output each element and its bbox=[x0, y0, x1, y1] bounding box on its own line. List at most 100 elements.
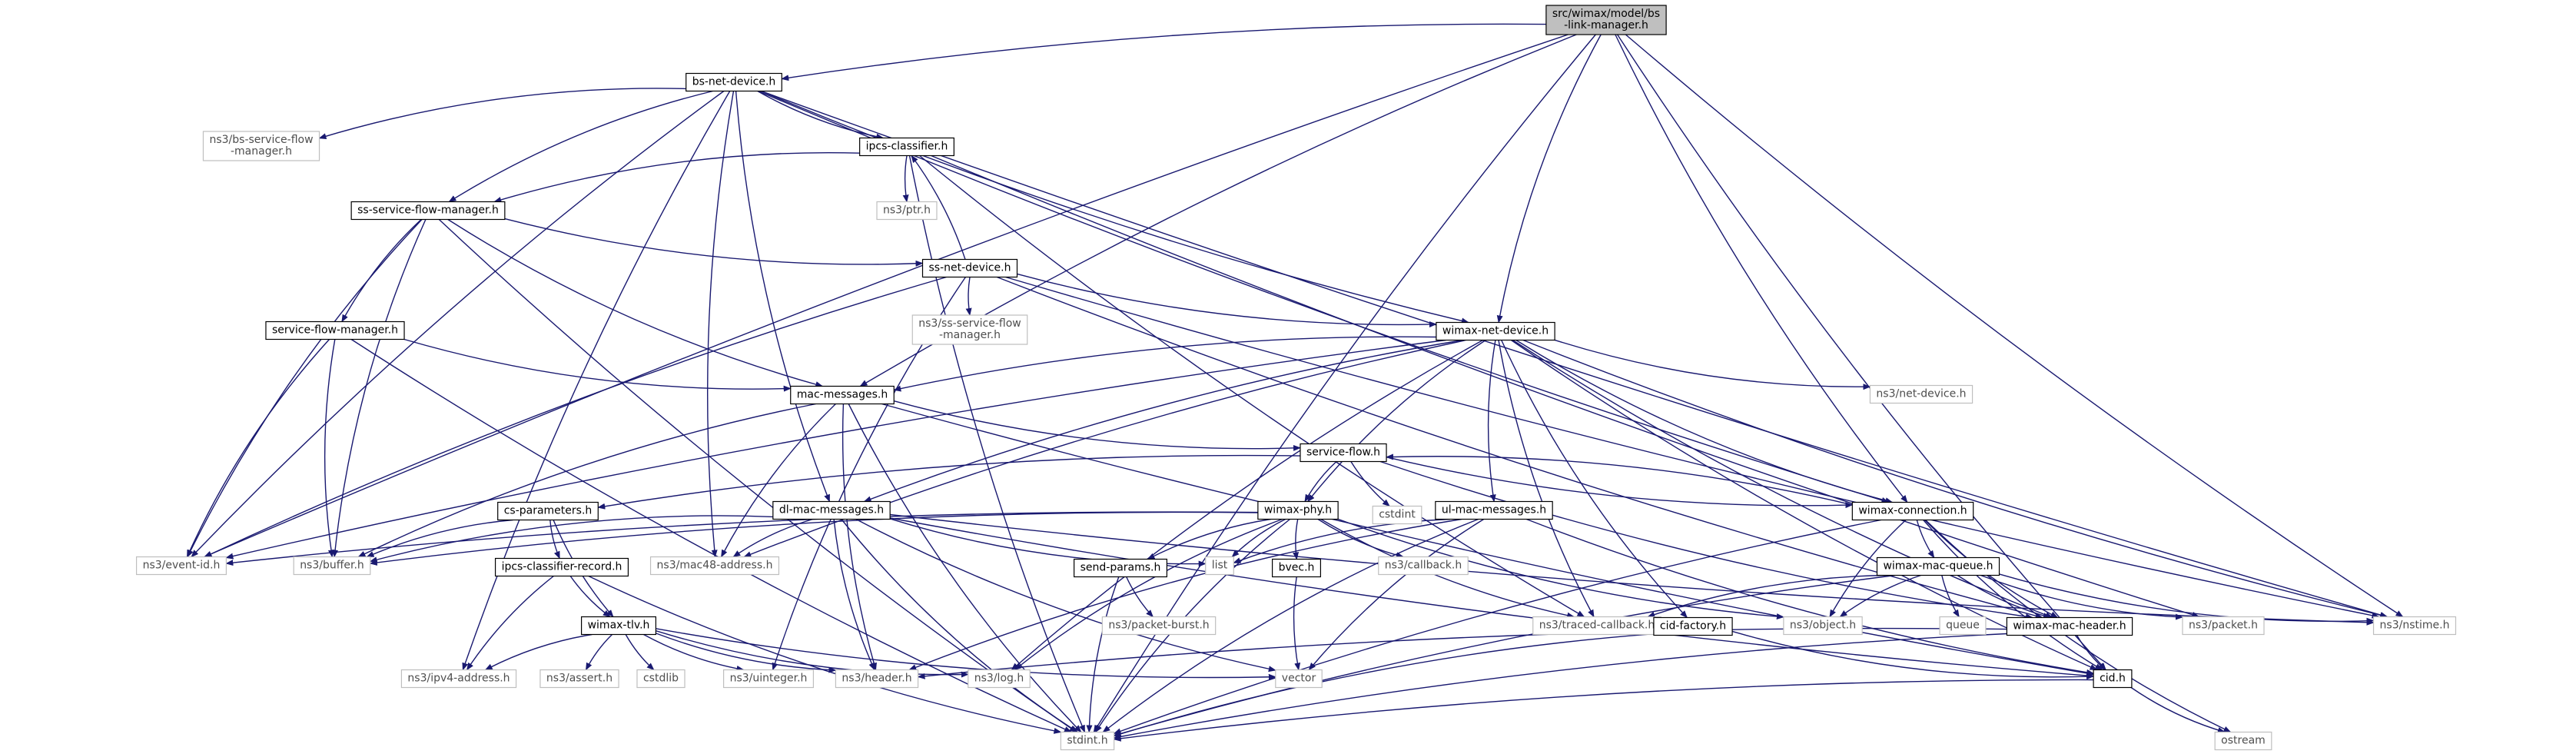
node-cidf[interactable]: cid-factory.h bbox=[1653, 616, 1733, 636]
node-box bbox=[2182, 616, 2265, 636]
edge-wmh-to-stdint bbox=[1113, 633, 2007, 740]
node-object[interactable]: ns3/object.h bbox=[1783, 616, 1863, 636]
node-mac48[interactable]: ns3/mac48-address.h bbox=[649, 556, 780, 576]
node-bsnet[interactable]: bs-net-device.h bbox=[685, 72, 782, 92]
edge-wconn-to-sflow bbox=[1386, 453, 1853, 506]
node-box bbox=[1300, 443, 1387, 463]
edge-wtlv-to-assert bbox=[585, 634, 612, 671]
node-box bbox=[1372, 505, 1422, 525]
node-wconn[interactable]: wimax-connection.h bbox=[1851, 501, 1974, 521]
edge-wnd-to-macmsg bbox=[893, 336, 1436, 392]
node-stdint[interactable]: stdint.h bbox=[1060, 731, 1115, 751]
node-sflow[interactable]: service-flow.h bbox=[1300, 443, 1387, 463]
node-eventid[interactable]: ns3/event-id.h bbox=[135, 556, 227, 576]
node-bssfm[interactable]: ns3/bs-service-flow-manager.h bbox=[202, 131, 320, 161]
node-label: queue bbox=[1946, 619, 1980, 632]
node-label: ns3/log.h bbox=[974, 673, 1024, 685]
node-callback[interactable]: ns3/callback.h bbox=[1378, 556, 1469, 576]
node-sssfm[interactable]: ss-service-flow-manager.h bbox=[350, 201, 506, 221]
node-label: ns3/object.h bbox=[1790, 619, 1856, 632]
node-netdev[interactable]: ns3/net-device.h bbox=[1869, 384, 1973, 404]
edge-csparam-to-ipcsrec bbox=[549, 520, 560, 560]
edge-bsnet-to-dlmac bbox=[735, 91, 831, 503]
node-sfm[interactable]: service-flow-manager.h bbox=[265, 321, 405, 340]
edge-sflow-to-csparam bbox=[597, 454, 1301, 510]
node-box bbox=[1074, 558, 1167, 578]
node-label: src/wimax/model/bs bbox=[1552, 8, 1660, 20]
edge-wmq-to-nstime bbox=[1999, 573, 2375, 624]
node-wnd[interactable]: wimax-net-device.h bbox=[1436, 321, 1555, 341]
node-dlmac[interactable]: dl-mac-messages.h bbox=[772, 500, 891, 520]
edge-sssfm-to-ssnet bbox=[504, 218, 924, 267]
node-box bbox=[497, 501, 599, 521]
node-box bbox=[968, 669, 1031, 689]
edge-cidf-to-stdint bbox=[1113, 633, 1654, 737]
node-csparam[interactable]: cs-parameters.h bbox=[497, 501, 599, 521]
edge-ipcsrec-to-stdint bbox=[588, 575, 1062, 734]
edge-dlmac-to-header bbox=[833, 519, 875, 671]
edge-wtlv-to-cstdlib bbox=[625, 634, 655, 671]
edge-wphy-to-list bbox=[1231, 518, 1286, 558]
node-wphy[interactable]: wimax-phy.h bbox=[1257, 500, 1339, 520]
node-box bbox=[649, 556, 780, 576]
edge-sfm-to-eventid bbox=[186, 339, 330, 558]
node-label: ss-net-device.h bbox=[929, 262, 1011, 274]
node-cid[interactable]: cid.h bbox=[2093, 669, 2133, 689]
node-label: -manager.h bbox=[939, 329, 1001, 341]
node-bvec[interactable]: bvec.h bbox=[1271, 558, 1322, 578]
node-sendp[interactable]: send-params.h bbox=[1074, 558, 1167, 578]
node-macmsg[interactable]: mac-messages.h bbox=[790, 385, 895, 405]
edge-sfm-to-buffer bbox=[324, 339, 336, 558]
edge-cid-to-ostream bbox=[2130, 686, 2226, 733]
node-assert[interactable]: ns3/assert.h bbox=[539, 669, 619, 689]
edge-ulmac-to-header bbox=[908, 518, 1462, 671]
node-header[interactable]: ns3/header.h bbox=[835, 669, 919, 689]
edge-sflow-to-wmh bbox=[1379, 460, 2033, 620]
node-box bbox=[1378, 556, 1469, 576]
node-box bbox=[135, 556, 227, 576]
node-nstime[interactable]: ns3/nstime.h bbox=[2372, 616, 2457, 636]
node-cstdint[interactable]: cstdint bbox=[1372, 505, 1422, 525]
node-label: -link-manager.h bbox=[1564, 19, 1648, 32]
node-ipcs[interactable]: ipcs-classifier.h bbox=[859, 137, 954, 157]
node-box bbox=[1435, 500, 1553, 520]
node-ptr[interactable]: ns3/ptr.h bbox=[876, 201, 938, 221]
node-queue[interactable]: queue bbox=[1939, 616, 1987, 636]
edge-wphy-to-callback bbox=[1317, 518, 1404, 559]
node-log[interactable]: ns3/log.h bbox=[968, 669, 1031, 689]
edge-ulmac-to-cid bbox=[1526, 518, 2095, 676]
edge-dlmac-to-list bbox=[889, 518, 1207, 567]
edge-ipcs-to-packet bbox=[931, 154, 2200, 618]
node-label: ns3/header.h bbox=[842, 673, 911, 685]
node-tcb[interactable]: ns3/traced-callback.h bbox=[1532, 616, 1661, 636]
node-list[interactable]: list bbox=[1205, 556, 1234, 576]
node-ipv4[interactable]: ns3/ipv4-address.h bbox=[400, 669, 517, 689]
edge-wnd-to-wconn bbox=[1515, 339, 1894, 504]
node-ostream[interactable]: ostream bbox=[2214, 731, 2272, 751]
node-ipcsrec[interactable]: ipcs-classifier-record.h bbox=[494, 557, 629, 577]
edge-bsnet-to-ipv4 bbox=[462, 91, 731, 671]
node-wmh[interactable]: wimax-mac-header.h bbox=[2006, 616, 2133, 636]
node-nssssfm[interactable]: ns3/ss-service-flow-manager.h bbox=[911, 314, 1028, 345]
edge-ipcsrec-to-wtlv bbox=[569, 576, 611, 618]
edge-wnd-to-cidf bbox=[1501, 340, 1688, 619]
node-ulmac[interactable]: ul-mac-messages.h bbox=[1435, 500, 1553, 520]
edge-sssfm-to-sfm bbox=[341, 218, 422, 323]
node-packet[interactable]: ns3/packet.h bbox=[2182, 616, 2265, 636]
node-ssnet[interactable]: ss-net-device.h bbox=[921, 258, 1018, 278]
node-root[interactable]: src/wimax/model/bs-link-manager.h bbox=[1545, 5, 1667, 35]
edge-sssfm-to-eventid bbox=[187, 219, 423, 558]
node-pktburst[interactable]: ns3/packet-burst.h bbox=[1101, 616, 1217, 636]
node-box bbox=[2006, 616, 2133, 636]
edge-bsnet-to-eventid bbox=[191, 90, 725, 558]
node-label: -manager.h bbox=[231, 145, 292, 158]
node-wtlv[interactable]: wimax-tlv.h bbox=[581, 616, 656, 636]
node-label: ostream bbox=[2221, 735, 2266, 747]
node-cstdlib[interactable]: cstdlib bbox=[636, 669, 685, 689]
node-vector[interactable]: vector bbox=[1275, 669, 1323, 689]
node-buffer[interactable]: ns3/buffer.h bbox=[293, 556, 371, 576]
node-wmq[interactable]: wimax-mac-queue.h bbox=[1876, 556, 2000, 576]
node-uinteger[interactable]: ns3/uinteger.h bbox=[722, 669, 815, 689]
node-label: wimax-tlv.h bbox=[588, 619, 650, 632]
edge-sendp-to-stdint bbox=[1086, 576, 1120, 733]
